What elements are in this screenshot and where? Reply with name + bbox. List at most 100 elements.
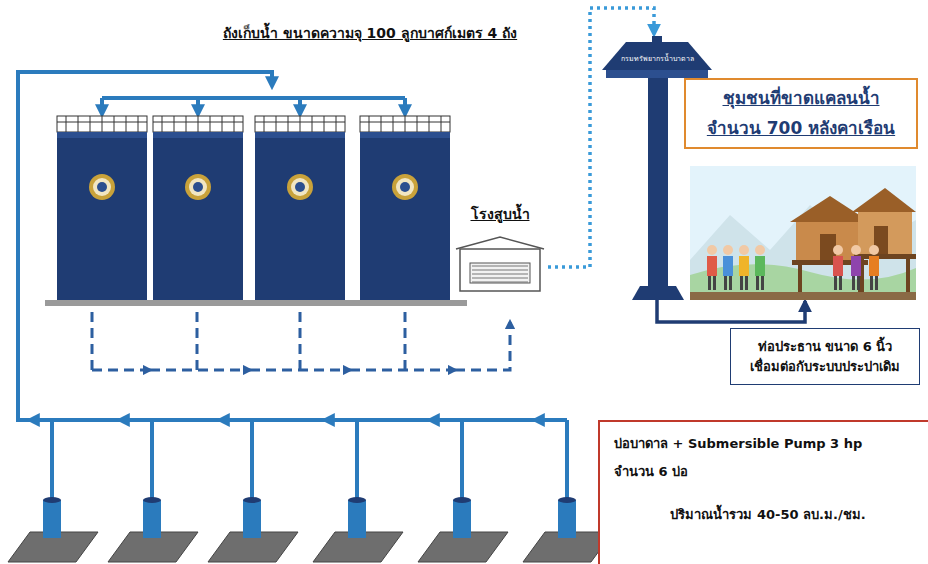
drawing-part xyxy=(851,245,861,290)
tank-base xyxy=(45,300,467,306)
drawing-part xyxy=(300,116,301,132)
tower-base xyxy=(632,286,684,300)
drawing-part xyxy=(470,263,530,283)
drawing-part xyxy=(43,497,61,503)
drawing-part xyxy=(455,322,510,370)
drawing-part xyxy=(429,116,430,132)
drawing-part xyxy=(89,174,115,200)
drawing-part xyxy=(690,292,916,300)
drawing-part xyxy=(220,418,252,422)
drawing-part xyxy=(723,245,733,255)
drawing-part xyxy=(472,270,528,271)
heading-frame: ชุมชนที่ขาดแคลนน้ำจำนวน 700 หลังคาเรือน xyxy=(684,78,918,149)
drawing-part xyxy=(851,245,861,255)
drawing-part xyxy=(690,166,916,300)
drawing-part xyxy=(833,245,843,255)
drawing-part xyxy=(472,282,528,283)
drawing-part xyxy=(869,256,879,276)
node-text: จำนวน 6 บ่อ xyxy=(614,462,922,482)
drawing-part xyxy=(255,116,345,132)
node-text: ปริมาณน้ำรวม 40-50 ลบ.ม./ชม. xyxy=(614,505,922,525)
drawing-part xyxy=(869,245,879,255)
drawing-part xyxy=(324,116,325,132)
drawing-part xyxy=(186,116,187,132)
drawing-part xyxy=(755,256,765,276)
pump-house: โรงสูบน้ำ xyxy=(452,204,548,293)
drawing-part xyxy=(348,500,366,538)
drawing-part xyxy=(602,42,712,70)
drawing-part xyxy=(834,276,837,290)
drawing-part xyxy=(102,96,405,100)
drawing-part xyxy=(153,132,243,138)
drawing-part xyxy=(312,116,313,132)
drawing-part xyxy=(243,500,261,538)
drawing-part xyxy=(761,276,764,290)
community-box: ชุมชนที่ขาดแคลนน้ำจำนวน 700 หลังคาเรือน xyxy=(684,78,918,300)
drawing-part xyxy=(255,132,345,300)
drawing-part xyxy=(298,98,302,114)
drawing-part xyxy=(606,70,708,78)
tower-label-area: กรมทรัพยากรน้ำบาดาล xyxy=(602,36,712,63)
drawing-part xyxy=(208,420,298,562)
drawing-part xyxy=(745,276,748,290)
drawing-part xyxy=(869,245,879,290)
drawing-part xyxy=(91,312,94,370)
drawing-part xyxy=(97,182,107,192)
drawing-part xyxy=(723,256,733,276)
drawing-part xyxy=(857,276,860,290)
drawing-part xyxy=(185,174,211,200)
drawing-part xyxy=(222,116,223,132)
drawing-part xyxy=(417,116,418,132)
drawing-part xyxy=(18,72,272,422)
drawing-part xyxy=(90,116,91,132)
drawing-part xyxy=(456,237,544,249)
agency-label: กรมทรัพยากรน้ำบาดาล xyxy=(602,56,712,63)
drawing-part xyxy=(255,116,345,300)
node-text: เชื่อมต่อกับระบบประปาเดิม xyxy=(737,357,913,377)
well-note-box: บ่อบาดาล + Submersible Pump 3 hpจำนวน 6 … xyxy=(598,420,928,564)
drawing-part xyxy=(453,497,471,503)
drawing-part xyxy=(798,265,802,292)
drawing-part xyxy=(348,497,366,503)
drawing-part xyxy=(120,418,152,422)
drawing-part xyxy=(18,418,567,422)
drawing-part xyxy=(234,116,235,132)
drawing-part xyxy=(287,174,313,200)
drawing-part xyxy=(210,116,211,132)
pump-house-building xyxy=(452,235,548,293)
drawing-part xyxy=(460,249,540,291)
drawing-part xyxy=(92,369,150,372)
supply-pipe xyxy=(18,72,567,422)
drawing-part xyxy=(276,116,277,132)
drawing-part xyxy=(870,276,873,290)
drawing-part xyxy=(739,245,749,255)
drawing-part xyxy=(350,369,455,372)
drawing-part xyxy=(535,418,567,422)
water-tanks xyxy=(57,116,450,300)
drawing-part xyxy=(43,500,61,538)
drawing-part xyxy=(565,420,569,500)
drawing-part xyxy=(360,116,450,132)
drawing-part xyxy=(295,182,305,192)
drawing-part xyxy=(851,256,861,276)
drawing-part xyxy=(78,116,79,132)
drawing-part xyxy=(57,132,147,138)
drawing-part xyxy=(174,116,175,132)
drawing-part xyxy=(162,116,163,132)
drawing-part xyxy=(839,276,842,290)
drawing-part xyxy=(460,420,464,500)
drawing-part xyxy=(756,276,759,290)
drawing-part xyxy=(57,132,147,300)
drawing-part xyxy=(143,497,161,503)
drawing-part xyxy=(150,369,250,372)
drawing-part xyxy=(396,178,414,196)
drawing-part xyxy=(393,116,394,132)
drawing-part xyxy=(198,116,199,132)
outlet-pipe xyxy=(92,312,510,370)
node-text: ชุมชนที่ขาดแคลนน้ำ xyxy=(694,86,908,112)
drawing-part xyxy=(729,276,732,290)
drawing-part xyxy=(558,500,576,538)
drawing-part xyxy=(708,276,711,290)
drawing-part xyxy=(652,36,662,42)
drawing-part xyxy=(400,182,410,192)
